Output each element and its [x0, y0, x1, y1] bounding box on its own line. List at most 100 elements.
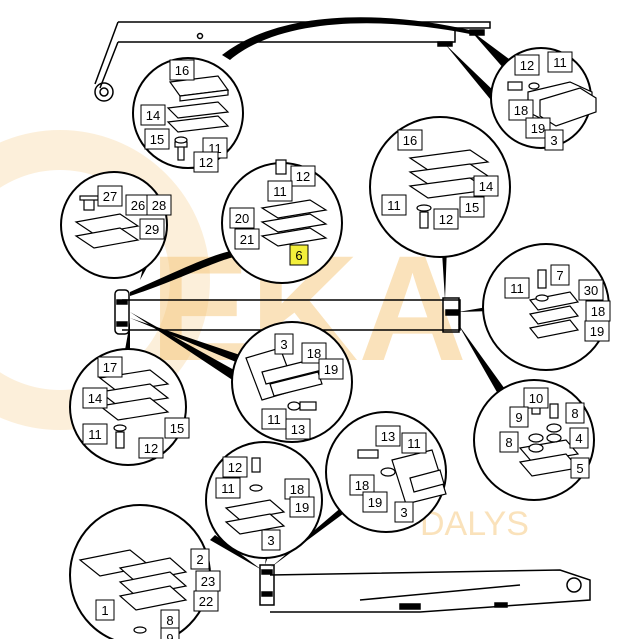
callout-box	[504, 277, 530, 299]
callout-c4-20: 20	[229, 207, 255, 229]
callout-box	[234, 228, 260, 250]
callout-number: 23	[201, 574, 215, 589]
callout-box	[95, 599, 115, 621]
callout-c3-29: 29	[139, 218, 165, 240]
callout-c5-11: 11	[381, 194, 407, 216]
callout-c4-21: 21	[234, 228, 260, 250]
callout-c9-10: 10	[523, 387, 549, 409]
callout-number: 12	[439, 212, 453, 227]
callout-box	[509, 406, 529, 428]
callout-box	[362, 491, 388, 513]
callout-box	[169, 59, 195, 81]
callout-c9-9: 9	[509, 406, 529, 428]
callout-c4-12: 12	[290, 165, 316, 187]
callout-box	[318, 358, 344, 380]
callout-c7-18: 18	[301, 342, 327, 364]
callout-c10-18: 18	[284, 478, 310, 500]
callout-c9-8b: 8	[499, 431, 519, 453]
callout-c2-19: 19	[525, 117, 551, 139]
callout-number: 14	[88, 391, 102, 406]
callout-number: 6	[295, 248, 302, 263]
callout-number: 16	[175, 63, 189, 78]
callout-c10-12: 12	[222, 456, 248, 478]
callout-c9-5: 5	[570, 457, 590, 479]
callout-box	[274, 333, 294, 355]
callout-number: 29	[145, 222, 159, 237]
callout-number: 18	[307, 346, 321, 361]
callout-box	[473, 175, 499, 197]
callout-number: 14	[479, 179, 493, 194]
callout-box	[401, 432, 427, 454]
callout-box	[139, 218, 165, 240]
callout-box	[229, 207, 255, 229]
callout-box	[569, 427, 589, 449]
watermark-sub-text: DALYS	[420, 505, 529, 543]
callout-c12-9: 9	[160, 627, 180, 639]
callout-number: 8	[166, 613, 173, 628]
callout-number: 11	[273, 184, 287, 199]
callout-c9-4: 4	[569, 427, 589, 449]
callout-number: 20	[235, 211, 249, 226]
callout-number: 12	[296, 169, 310, 184]
callout-box	[290, 165, 316, 187]
callout-number: 19	[590, 324, 604, 339]
callout-c12-23: 23	[195, 570, 221, 592]
callout-c6-30: 30	[578, 279, 604, 301]
callout-number: 11	[553, 55, 567, 70]
callout-box	[550, 264, 570, 286]
callout-c12-1: 1	[95, 599, 115, 621]
callout-c2-18: 18	[508, 99, 534, 121]
callout-c8-17: 17	[97, 356, 123, 378]
callout-number: 12	[228, 460, 242, 475]
callout-box	[375, 425, 401, 447]
callout-number: 10	[529, 391, 543, 406]
callout-number: 12	[520, 58, 534, 73]
callout-box	[349, 474, 375, 496]
callout-number: 8	[571, 406, 578, 421]
callout-box	[82, 387, 108, 409]
upper-boom	[94, 21, 491, 102]
callout-c6-18: 18	[585, 300, 611, 322]
callout-box	[285, 418, 311, 440]
callout-number: 18	[591, 304, 605, 319]
callout-box	[289, 244, 309, 266]
callout-box	[508, 99, 534, 121]
callout-box	[499, 431, 519, 453]
callout-number: 18	[355, 478, 369, 493]
callout-box	[394, 501, 414, 523]
callout-box	[267, 180, 293, 202]
callout-box	[82, 423, 108, 445]
callout-c1-14: 14	[140, 104, 166, 126]
callout-c11-13: 13	[375, 425, 401, 447]
callout-box	[565, 402, 585, 424]
callout-box	[578, 279, 604, 301]
callout-number: 9	[166, 631, 173, 639]
lower-boom	[259, 564, 591, 613]
callout-c12-8: 8	[160, 609, 180, 631]
callout-c6-7: 7	[550, 264, 570, 286]
callout-number: 15	[465, 200, 479, 215]
callout-c12-22: 22	[193, 590, 219, 612]
callout-number: 11	[88, 427, 102, 442]
callout-c8-11: 11	[82, 423, 108, 445]
callout-c8-14: 14	[82, 387, 108, 409]
callout-box	[523, 387, 549, 409]
callout-number: 9	[515, 410, 522, 425]
callout-number: 30	[584, 283, 598, 298]
callout-c5-16: 16	[397, 129, 423, 151]
callout-c4-6: 6	[289, 244, 309, 266]
callout-number: 19	[531, 121, 545, 136]
callout-box	[433, 208, 459, 230]
callout-number: 26	[131, 198, 145, 213]
callout-number: 1	[101, 603, 108, 618]
callout-number: 3	[267, 533, 274, 548]
callout-c3-27: 27	[97, 185, 123, 207]
callout-box	[289, 496, 315, 518]
callout-number: 13	[291, 422, 305, 437]
callout-c5-14: 14	[473, 175, 499, 197]
callout-box	[144, 128, 170, 150]
callout-number: 11	[221, 481, 235, 496]
callout-c7-3: 3	[274, 333, 294, 355]
